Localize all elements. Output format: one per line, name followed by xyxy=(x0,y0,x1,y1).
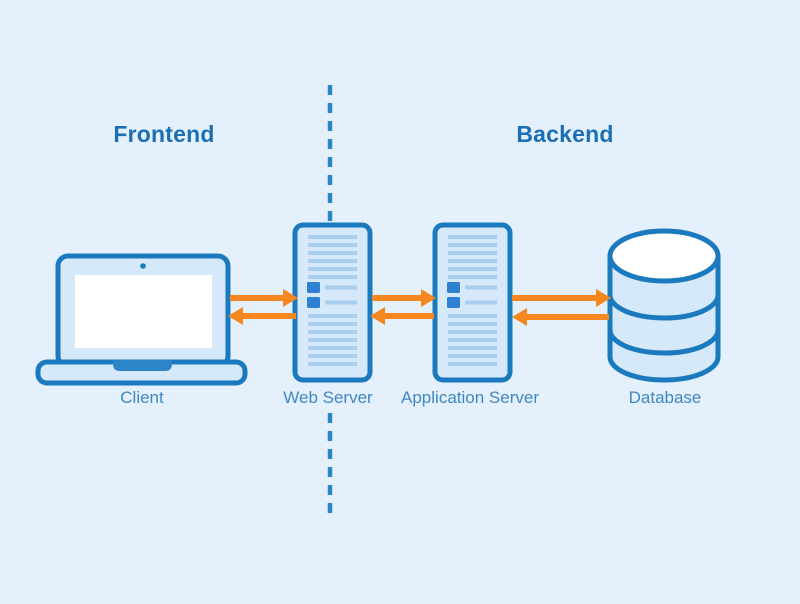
arrow-web-server-to-application-server xyxy=(372,289,436,307)
client-laptop-icon xyxy=(35,253,248,386)
database-node-label: Database xyxy=(628,388,702,407)
camera-dot xyxy=(140,263,146,269)
arrow-application-server-to-database xyxy=(512,289,611,307)
arrow-application-server-to-web-server xyxy=(370,307,434,325)
arrow-database-to-application-server xyxy=(512,308,609,326)
web-server-icon xyxy=(295,225,370,380)
application-server-node-label: Application Server xyxy=(401,388,539,407)
database-top xyxy=(607,228,721,284)
laptop-screen xyxy=(75,275,212,348)
web-server-node-label: Web Server xyxy=(283,388,373,407)
database-cylinder-icon xyxy=(607,228,721,383)
arrow-web-server-to-client xyxy=(228,307,296,325)
laptop-notch xyxy=(113,360,172,371)
client-node-label: Client xyxy=(120,388,164,407)
arrow-client-to-web-server xyxy=(230,289,298,307)
backend-zone-heading: Backend xyxy=(516,121,614,147)
frontend-zone-heading: Frontend xyxy=(113,121,215,147)
database-separator-arcs xyxy=(607,294,721,356)
application-server-icon xyxy=(435,225,510,380)
